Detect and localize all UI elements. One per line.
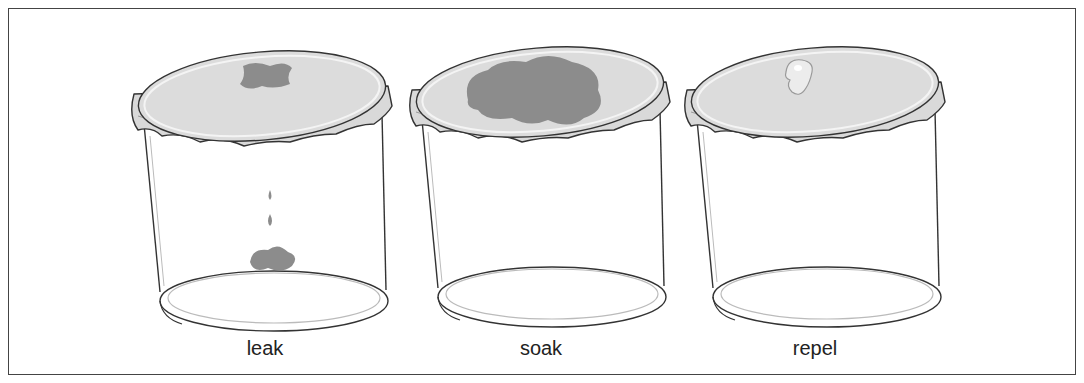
cup-repel — [685, 37, 945, 327]
water-droplet — [786, 60, 813, 95]
drop — [268, 214, 272, 226]
puddle — [250, 246, 295, 270]
cup-leak — [132, 41, 392, 331]
leak-stain — [240, 63, 292, 89]
soak-stain — [467, 56, 601, 125]
frame — [9, 9, 1076, 375]
droplet-highlight — [794, 65, 802, 71]
cup-caption: repel — [793, 336, 837, 360]
cup-caption: soak — [520, 336, 562, 360]
cup-caption: leak — [247, 336, 284, 360]
cup-soak — [410, 37, 670, 327]
drop — [269, 190, 272, 200]
